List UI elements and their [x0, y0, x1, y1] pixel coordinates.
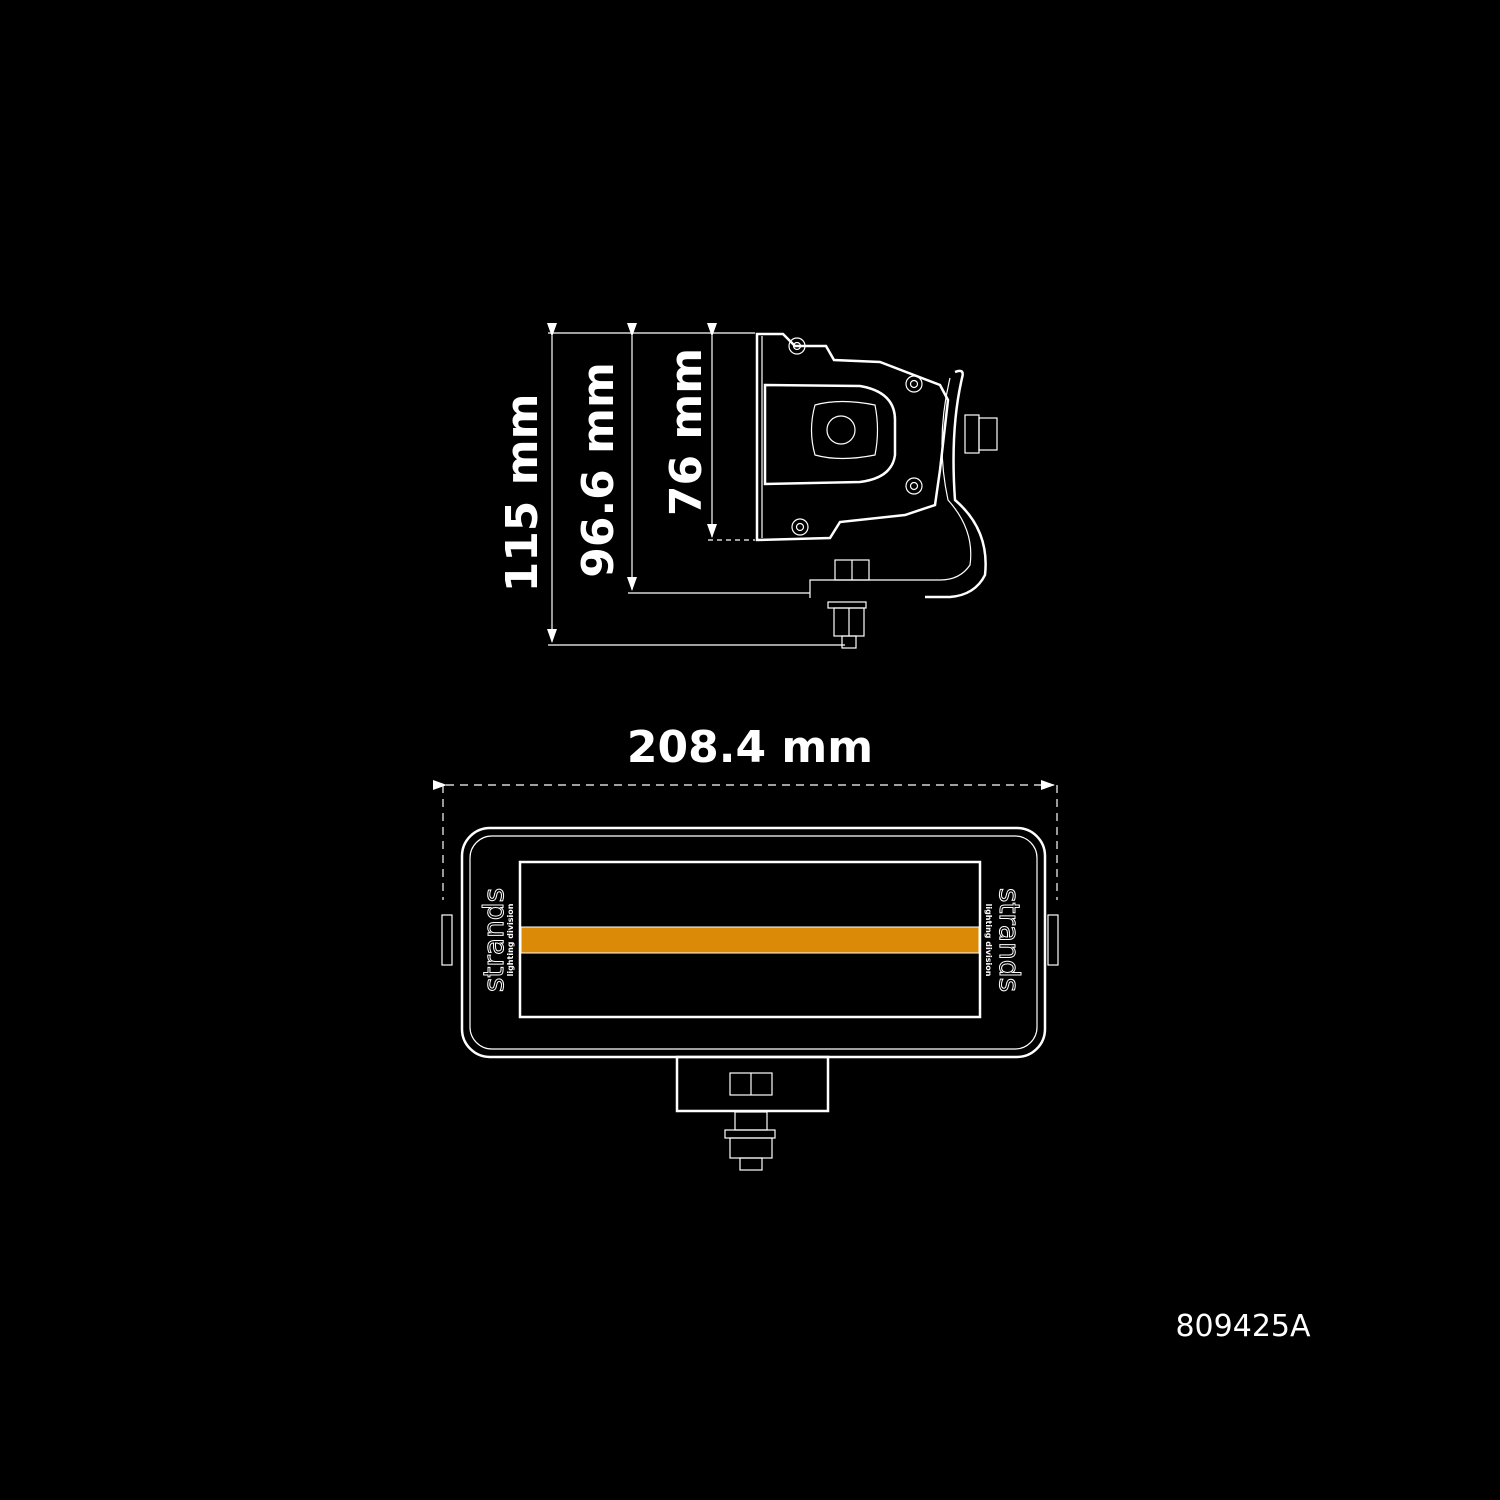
mount-bracket	[675, 1055, 830, 1113]
logo-left: strands lighting division	[477, 887, 516, 992]
part-number: 809425A	[1175, 1309, 1311, 1344]
logo-tagline-right: lighting division	[984, 904, 993, 977]
dimension-label-115: 115 mm	[497, 394, 548, 593]
dimension-label-96: 96.6 mm	[573, 362, 624, 578]
dimension-label-76: 76 mm	[661, 348, 712, 516]
dimension-label-width: 208.4 mm	[627, 722, 873, 773]
logo-tagline-left: lighting division	[506, 903, 515, 976]
lens-window	[518, 860, 982, 1019]
front-view-lamp: strands lighting division strands lighti…	[441, 826, 1059, 1171]
side-view-lamp	[755, 332, 998, 649]
front-view-dimension: 208.4 mm	[433, 722, 1058, 900]
amber-light-bar	[520, 926, 980, 954]
side-view-dimensions: 115 mm 96.6 mm 76 mm	[497, 323, 845, 646]
logo-right: strands lighting division	[984, 887, 1027, 992]
logo-brand-left: strands	[477, 888, 510, 992]
logo-brand-right: strands	[993, 888, 1026, 992]
